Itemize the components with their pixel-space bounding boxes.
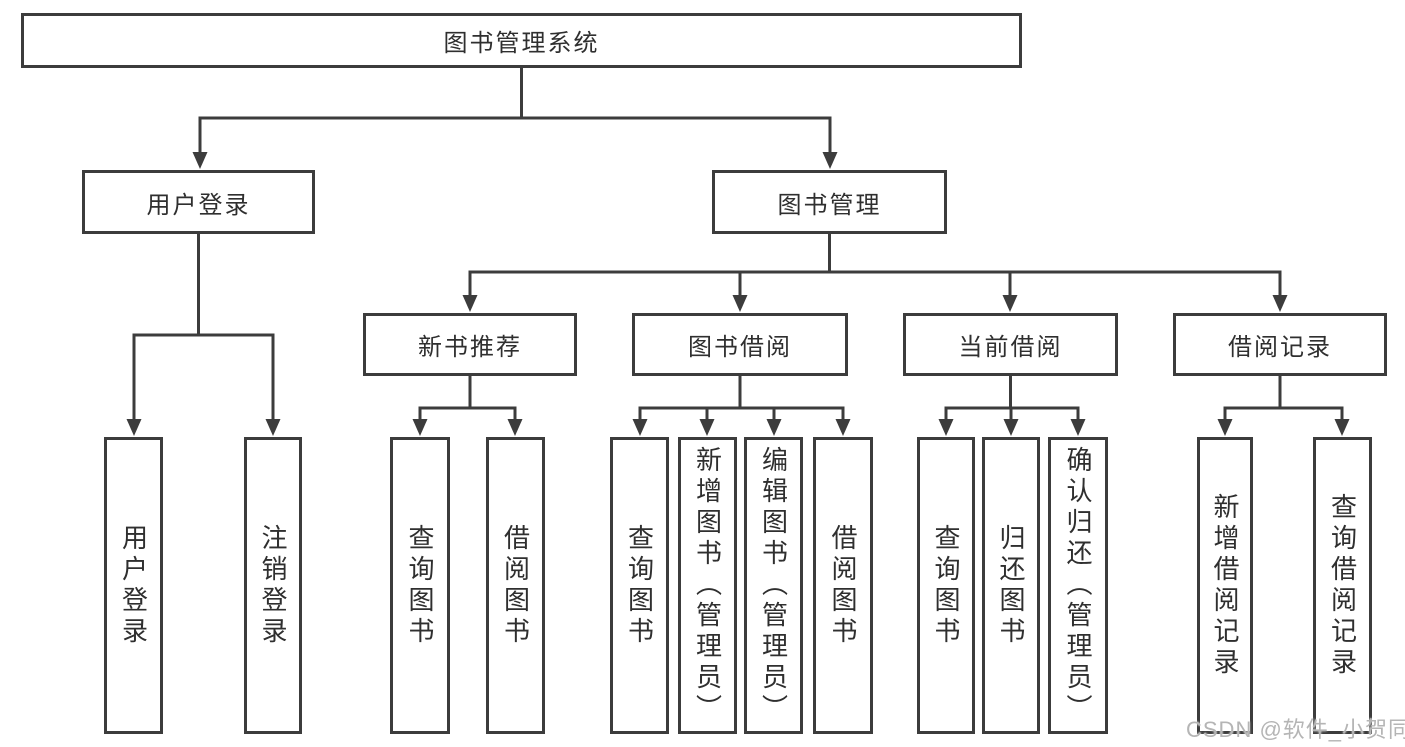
node-label: 新增图书（管理员） bbox=[692, 446, 723, 725]
node-label: 新书推荐 bbox=[418, 334, 522, 361]
node-label: 用户登录 bbox=[146, 191, 251, 219]
node-user-login: 用户登录 bbox=[82, 170, 315, 234]
node-new-book-recommend: 新书推荐 bbox=[363, 313, 577, 376]
leaf-query-books-borrow: 查询图书 bbox=[610, 437, 669, 734]
node-label: 查询图书 bbox=[624, 523, 655, 648]
leaf-query-books-current: 查询图书 bbox=[917, 437, 975, 734]
leaf-query-borrow-record: 查询借阅记录 bbox=[1313, 437, 1372, 734]
node-label: 图书管理系统 bbox=[443, 30, 600, 57]
watermark: CSDN @软件_小贺同学 bbox=[1186, 717, 1405, 742]
leaf-add-borrow-record: 新增借阅记录 bbox=[1197, 437, 1253, 734]
node-borrowing-records: 借阅记录 bbox=[1173, 313, 1387, 376]
node-label: 编辑图书（管理员） bbox=[758, 446, 789, 725]
leaf-borrow-books-recommend: 借阅图书 bbox=[486, 437, 545, 734]
leaf-logout: 注销登录 bbox=[244, 437, 302, 734]
node-label: 图书管理 bbox=[777, 191, 882, 219]
node-label: 图书借阅 bbox=[688, 334, 792, 361]
node-label: 借阅图书 bbox=[500, 523, 531, 648]
node-label: 查询借阅记录 bbox=[1327, 492, 1358, 679]
node-library-management-system: 图书管理系统 bbox=[21, 13, 1022, 68]
leaf-user-login: 用户登录 bbox=[104, 437, 163, 734]
node-label: 归还图书 bbox=[996, 523, 1026, 648]
node-label: 借阅图书 bbox=[828, 523, 858, 648]
node-label: 借阅记录 bbox=[1228, 334, 1332, 361]
node-book-borrowing: 图书借阅 bbox=[632, 313, 848, 376]
leaf-return-book: 归还图书 bbox=[982, 437, 1040, 734]
node-label: 注销登录 bbox=[258, 523, 288, 648]
leaf-edit-book-admin: 编辑图书（管理员） bbox=[744, 437, 803, 734]
leaf-add-book-admin: 新增图书（管理员） bbox=[678, 437, 737, 734]
node-label: 查询图书 bbox=[931, 523, 961, 648]
node-label: 查询图书 bbox=[405, 523, 435, 648]
leaf-borrow-books: 借阅图书 bbox=[813, 437, 873, 734]
leaf-confirm-return-admin: 确认归还（管理员） bbox=[1048, 437, 1108, 734]
node-label: 确认归还（管理员） bbox=[1063, 446, 1093, 725]
node-book-management: 图书管理 bbox=[712, 170, 947, 234]
node-label: 当前借阅 bbox=[958, 334, 1063, 361]
node-label: 新增借阅记录 bbox=[1210, 492, 1240, 679]
leaf-query-books-recommend: 查询图书 bbox=[390, 437, 450, 734]
node-label: 用户登录 bbox=[118, 523, 149, 648]
node-current-borrowing: 当前借阅 bbox=[903, 313, 1118, 376]
